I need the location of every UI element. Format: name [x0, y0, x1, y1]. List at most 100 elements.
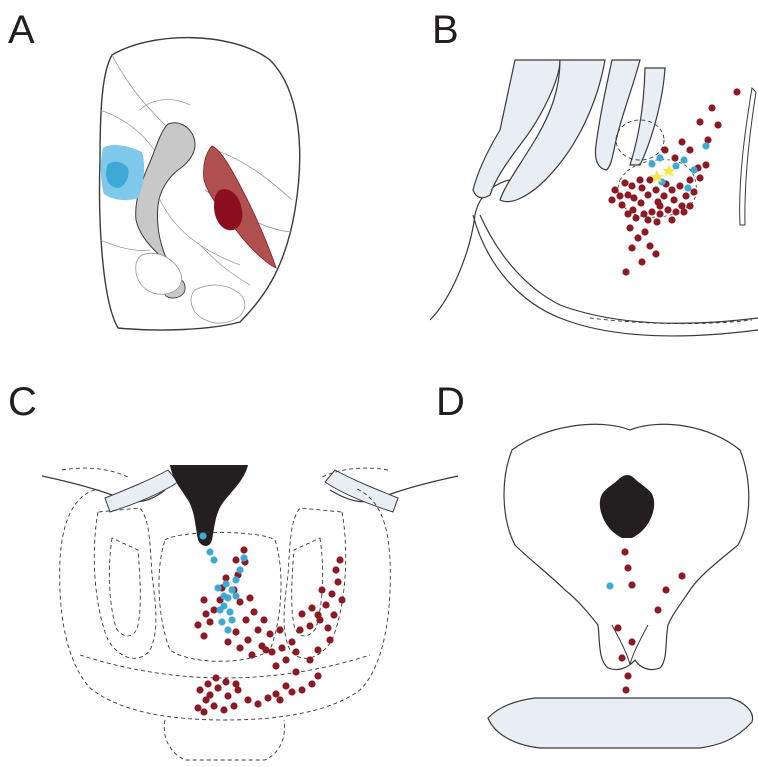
blue-dots-d: [606, 582, 613, 589]
blue-dot-b-5: [680, 156, 687, 163]
blue-dot-b-4: [672, 162, 679, 169]
red-dot-c-46: [240, 546, 247, 553]
blue-dot-c-2: [206, 548, 213, 555]
red-dot-b-10: [621, 179, 628, 186]
red-dot-b-44: [626, 224, 633, 231]
blue-dot-c-7: [228, 586, 235, 593]
red-dot-c-62: [276, 696, 283, 703]
pale-structure-b4: [630, 68, 665, 165]
red-dot-b-54: [702, 161, 709, 168]
red-dot-c-45: [232, 556, 239, 563]
red-dot-c-76: [282, 682, 289, 689]
red-dot-c-52: [314, 646, 321, 653]
red-dot-d-9: [618, 654, 625, 661]
red-dot-d-5: [628, 581, 635, 588]
red-dot-c-24: [318, 586, 325, 593]
red-dot-b-9: [661, 146, 668, 153]
inner-dashed-left2-c: [109, 538, 140, 636]
red-dot-c-11: [248, 651, 255, 658]
red-dot-c-19: [322, 601, 329, 608]
red-dot-b-23: [664, 206, 671, 213]
red-dot-b-47: [628, 244, 635, 251]
red-dot-c-38: [194, 621, 201, 628]
blue-dot-c-13: [214, 584, 221, 591]
red-dot-c-78: [194, 704, 201, 711]
red-dot-c-26: [298, 610, 305, 617]
outline-b-main: [430, 178, 758, 323]
red-dot-b-58: [653, 218, 660, 225]
red-dot-c-72: [222, 678, 229, 685]
blue-dot-c-16: [222, 580, 229, 587]
red-dot-c-10: [236, 644, 243, 651]
red-dot-b-43: [644, 216, 651, 223]
red-dot-b-32: [654, 198, 661, 205]
red-dot-c-47: [316, 616, 323, 623]
red-dot-c-22: [332, 566, 339, 573]
red-dot-b-57: [668, 216, 675, 223]
red-dot-b-30: [638, 184, 645, 191]
blue-dot-b-2: [648, 160, 655, 167]
blue-dot-c-14: [220, 592, 227, 599]
red-dot-c-61: [264, 694, 271, 701]
red-dot-b-4: [696, 118, 703, 125]
red-dot-b-3: [714, 121, 721, 128]
red-dot-b-34: [670, 196, 677, 203]
blue-dot-c-18: [228, 616, 235, 623]
red-dot-c-21: [334, 578, 341, 585]
red-dot-b-48: [646, 242, 653, 249]
black-ventricle-c: [170, 465, 248, 546]
red-dot-c-68: [210, 702, 217, 709]
red-dot-b-27: [632, 214, 639, 221]
top-dashed-left-c: [62, 468, 130, 478]
red-dot-b-51: [622, 268, 629, 275]
red-dot-c-49: [330, 611, 337, 618]
red-dot-d-3: [678, 572, 685, 579]
red-dot-b-6: [686, 146, 693, 153]
red-dot-c-59: [244, 696, 251, 703]
red-dots-c: [194, 546, 345, 715]
red-dot-b-8: [671, 154, 678, 161]
red-dot-c-79: [200, 708, 207, 715]
red-dot-d-1: [621, 548, 628, 555]
red-dot-b-45: [634, 234, 641, 241]
red-dot-c-75: [292, 668, 299, 675]
red-dot-d-6: [654, 606, 661, 613]
inner-dashed-left-c: [94, 508, 156, 658]
red-dot-c-33: [260, 616, 267, 623]
blue-dot-c-1: [199, 532, 206, 539]
blue-dot-c-6: [232, 576, 239, 583]
pale-arc-right-c: [325, 470, 398, 512]
red-dot-c-20: [328, 590, 335, 597]
red-dot-c-4: [236, 598, 243, 605]
blue-dot-c-10: [226, 608, 233, 615]
red-dot-c-37: [202, 610, 209, 617]
red-dot-c-32: [254, 626, 261, 633]
red-dot-b-41: [628, 182, 635, 189]
red-dot-b-26: [640, 210, 647, 217]
red-dot-b-25: [648, 208, 655, 215]
blue-dot-c-4: [240, 554, 247, 561]
blue-dot-d-1: [606, 582, 613, 589]
red-dot-b-38: [680, 208, 687, 215]
panel-b-section: [430, 60, 758, 336]
blue-dot-c-15: [232, 592, 239, 599]
red-dot-c-69: [220, 706, 227, 713]
red-dot-b-56: [611, 186, 618, 193]
red-dot-c-64: [298, 686, 305, 693]
red-dot-c-77: [272, 690, 279, 697]
red-dot-d-7: [614, 624, 621, 631]
red-dot-b-37: [686, 202, 693, 209]
red-dot-b-2: [708, 104, 715, 111]
red-dot-c-9: [224, 638, 231, 645]
panel-a-brain-section: [100, 38, 300, 330]
red-dot-b-16: [652, 186, 659, 193]
red-dot-c-17: [306, 622, 313, 629]
red-dot-c-71: [212, 674, 219, 681]
red-dot-c-15: [288, 638, 295, 645]
red-dot-c-39: [200, 632, 207, 639]
red-dot-c-40: [206, 618, 213, 625]
red-dot-b-29: [630, 194, 637, 201]
red-dot-c-50: [338, 596, 345, 603]
red-dot-c-8: [232, 628, 239, 635]
